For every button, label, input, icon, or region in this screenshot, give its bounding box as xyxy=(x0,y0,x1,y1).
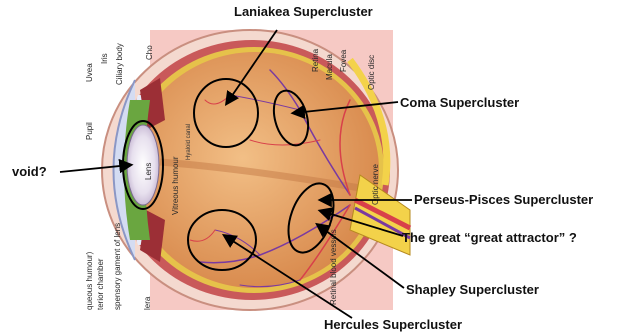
shapley-label: Shapley Supercluster xyxy=(406,282,539,297)
label-suspensory-ligament: spensory gament of lens xyxy=(113,223,122,310)
label-optic-nerve: Optic nerve xyxy=(371,164,380,205)
label-optic-disc: Optic disc xyxy=(367,55,376,90)
coma-label: Coma Supercluster xyxy=(400,95,519,110)
lens xyxy=(127,125,159,205)
perseus-pisces-label: Perseus-Pisces Supercluster xyxy=(414,192,593,207)
hercules-label: Hercules Supercluster xyxy=(324,317,462,332)
label-pupil: Pupil xyxy=(85,122,94,140)
label-choroid: Cho xyxy=(145,45,154,60)
label-iris: Iris xyxy=(100,53,109,64)
great-attractor-label: The great “great attractor” ? xyxy=(402,230,577,245)
label-macula: Macula xyxy=(325,54,334,80)
eye-illustration: Uvea Iris Ciliary body Cho Retina Macula… xyxy=(75,30,410,310)
laniakea-label: Laniakea Supercluster xyxy=(234,4,373,19)
label-aqueous-humour: queous humour) xyxy=(85,251,94,310)
label-anterior-chamber: terior chamber xyxy=(96,258,105,310)
void-label: void? xyxy=(12,164,47,179)
label-fovea: Fovea xyxy=(339,49,348,72)
label-hyaloid-canal: Hyaloid canal xyxy=(186,124,192,160)
label-vitreous-humour: Vitreous humour xyxy=(171,156,180,215)
label-retinal-blood-vessels: Retinal blood vessels xyxy=(329,229,338,305)
label-ciliary-body: Ciliary body xyxy=(115,43,124,85)
label-lens: Lens xyxy=(144,163,153,180)
label-retina: Retina xyxy=(311,48,320,72)
label-sclera: lera xyxy=(143,296,152,310)
label-uvea: Uvea xyxy=(85,63,94,82)
